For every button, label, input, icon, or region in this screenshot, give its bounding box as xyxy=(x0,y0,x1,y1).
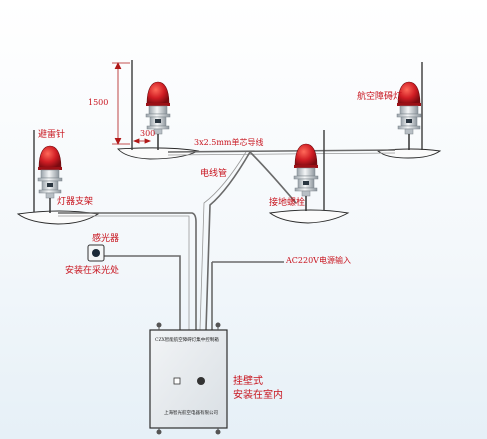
platform-top-right xyxy=(376,148,442,159)
label-mount-location: 安装在室内 xyxy=(233,390,283,401)
spacing-dimension xyxy=(132,138,152,144)
cable-photosensor xyxy=(100,255,181,330)
label-power-input: AC220V电源输入 xyxy=(286,256,351,265)
label-photosensor-note: 安装在采光处 xyxy=(65,266,120,276)
label-ground-bolt: 接地螺栓 xyxy=(269,198,306,208)
aviation-light-top-left xyxy=(145,81,171,150)
label-aviation-light: 航空障碍灯 xyxy=(357,92,403,102)
cable-top-run xyxy=(167,149,396,153)
label-photosensor: 感光器 xyxy=(92,234,120,244)
platform-mid-left xyxy=(16,210,100,225)
label-height-dimension: 1500 xyxy=(88,98,109,107)
photosensor-device xyxy=(87,244,105,262)
aviation-light-mid-right xyxy=(293,143,319,211)
label-spacing-dimension: 300 xyxy=(140,129,156,138)
platform-mid-right xyxy=(268,209,350,224)
mounting-platforms xyxy=(16,147,442,225)
cable-to-mid-right xyxy=(249,151,297,204)
label-lightning-rod: 避雷针 xyxy=(38,130,66,140)
lightning-rods xyxy=(33,60,423,212)
aviation-light-mid-left xyxy=(37,145,63,213)
selector-knob xyxy=(197,377,205,385)
control-box xyxy=(149,322,228,435)
cable-to-mid-left xyxy=(58,212,197,330)
platform-top-left xyxy=(117,147,200,160)
label-conduit: 电线管 xyxy=(200,169,228,179)
cable-runs xyxy=(58,149,396,331)
label-lamp-bracket: 灯器支架 xyxy=(57,197,94,207)
height-dimension xyxy=(112,62,130,145)
indicator-light xyxy=(173,377,181,385)
conduit-main xyxy=(205,151,251,331)
label-cable: 3x2.5mm单芯导线 xyxy=(194,138,264,147)
aviation-light-top-right xyxy=(396,81,422,150)
control-box-maker: 上海智光航空电器有限公司 xyxy=(164,411,218,416)
control-box-title: CZX智能航空障碍灯集中控制箱 xyxy=(155,338,219,343)
label-mount-style: 挂壁式 xyxy=(233,376,263,387)
